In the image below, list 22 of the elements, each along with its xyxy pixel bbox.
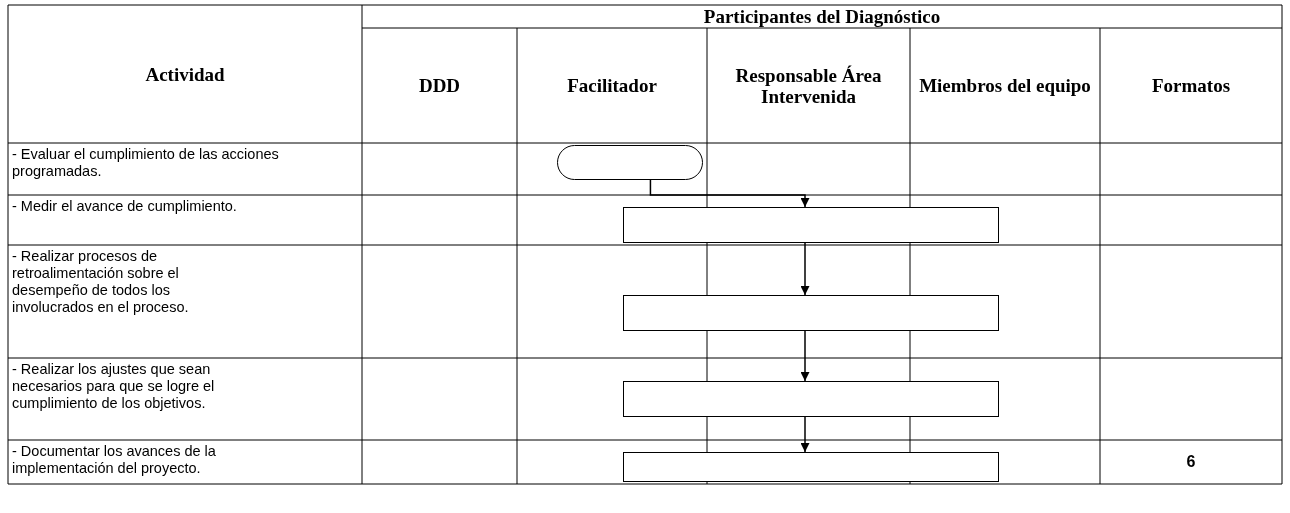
format-number: 6 (1186, 453, 1196, 471)
terminator-shape (557, 145, 703, 180)
column-header: Formatos (1151, 75, 1231, 96)
arrow (649, 179, 810, 208)
activity-text: - Realizar los ajustes que sean necesarios para que se logre el cumplimiento de los objetivos. (12, 361, 216, 412)
activity-text: - Evaluar el cumplimiento de las acciones programadas. (12, 146, 280, 180)
activity-text: - Medir el avance de cumplimiento. (12, 198, 237, 215)
process-box (623, 207, 999, 243)
arrow (800, 330, 810, 382)
column-header: Miembros del equipo (919, 75, 1091, 96)
activity-text: - Documentar los avances de la implementación del proyecto. (12, 443, 217, 477)
arrow (800, 242, 810, 296)
process-box (623, 452, 999, 482)
activity-text: - Realizar procesos de retroalimentación sobre el desempeño de todos los involucrados en el proceso. (12, 248, 190, 316)
process-box (623, 381, 999, 417)
group-header: Participantes del Diagnóstico (703, 6, 941, 27)
column-header: Actividad (145, 63, 225, 85)
arrow (800, 416, 810, 453)
column-header: Facilitador (567, 75, 657, 96)
column-header: DDD (418, 75, 461, 96)
column-header: Responsable Área Intervenida (734, 64, 883, 107)
process-box (623, 295, 999, 331)
